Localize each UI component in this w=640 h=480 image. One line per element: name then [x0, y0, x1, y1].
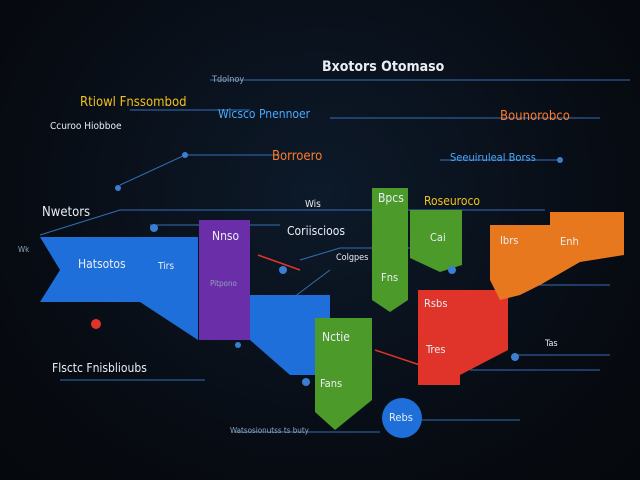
mid-sub-label: Colgpes — [336, 253, 369, 263]
mini-tis-label: Wis — [305, 199, 321, 210]
mini-mid-label: Tas — [545, 339, 558, 349]
red-dot — [91, 319, 101, 329]
orange-shape — [490, 212, 624, 300]
orange-box1-label: Ibrs — [500, 234, 519, 247]
orange-box2-label: Enh — [560, 235, 579, 248]
green-lower-shape — [315, 318, 372, 430]
blue-small-label: Tirs — [158, 261, 175, 272]
line-left-mid — [39, 209, 330, 236]
red-lines — [257, 254, 421, 366]
center-text-label: Coriiscioos — [287, 224, 345, 238]
circle-label: Rebs — [389, 411, 413, 424]
bottom-line-label: Watsosionutss ts buty — [230, 426, 309, 435]
blue-connector-shape — [250, 295, 330, 375]
green-mid-label: Cai — [430, 231, 446, 244]
mini-left-label: Wk — [18, 245, 30, 254]
diagram-title: Bxotors Otomaso — [322, 59, 445, 75]
red-line-2 — [374, 349, 421, 366]
center-sub-label: Wicsco Pnennoer — [218, 107, 311, 121]
purple-label: Nnso — [212, 229, 240, 243]
line-mid-left — [119, 154, 280, 186]
green-foot-label: Fans — [320, 377, 343, 390]
blue-funnel-shape — [40, 237, 198, 340]
red-line-1 — [257, 254, 301, 271]
purple-small-label: Pitpono — [210, 279, 237, 288]
green-box — [410, 210, 462, 272]
purple-column — [199, 220, 250, 340]
green-low-label: Fns — [381, 271, 399, 284]
left-subtitle: Ccuroo Hiobboe — [50, 121, 122, 132]
blue-label: Hatsotos — [78, 257, 126, 271]
green-top-label: Bpcs — [378, 191, 404, 205]
left-block-label: Nwetors — [42, 205, 91, 220]
orange-right-label: Roseuroco — [424, 194, 480, 208]
green-bar — [372, 188, 408, 312]
red-column — [418, 290, 508, 385]
top-small-label: Tdolnoy — [212, 75, 245, 85]
green-bottom-label: Nctie — [322, 330, 350, 344]
top-left-label: Rtiowl Fnssombod — [80, 95, 187, 110]
bottom-left-label: Flsctc Fnisblioubs — [52, 361, 147, 375]
blue-circle — [382, 398, 422, 438]
right-sub-label: Seeuiruleal Borss — [450, 151, 536, 164]
center-orange-label: Borroero — [272, 149, 323, 164]
top-right-label: Bounorobco — [500, 109, 570, 124]
connector-dots — [115, 152, 563, 386]
red-label: Rsbs — [424, 297, 448, 310]
red-sub-label: Tres — [426, 343, 446, 356]
